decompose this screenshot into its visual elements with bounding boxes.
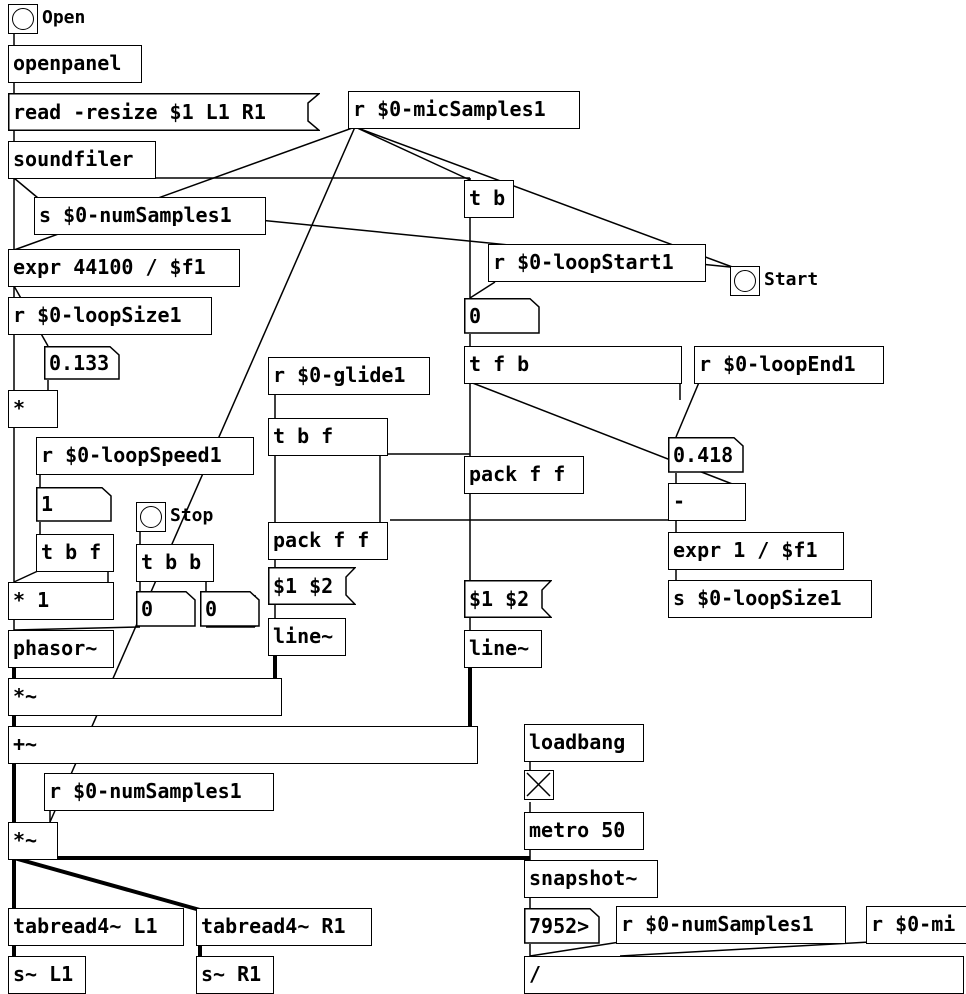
pack-ff-object[interactable]: pack f f xyxy=(268,522,388,560)
number-box-0133[interactable] xyxy=(44,346,120,380)
expr-44100-object[interactable]: expr 44100 / $f1 xyxy=(8,249,240,287)
number-7952-label: 7952> xyxy=(529,914,590,938)
metro-object[interactable]: metro 50 xyxy=(524,812,644,850)
dollar-message-2[interactable] xyxy=(464,580,552,618)
multiply-1-object[interactable]: * 1 xyxy=(8,582,114,620)
send-right-object[interactable]: s~ R1 xyxy=(196,956,274,994)
toggle[interactable] xyxy=(524,770,554,800)
receive-numsamples-2-object[interactable]: r $0-numSamples1 xyxy=(616,906,846,944)
read-message-label: read -resize $1 L1 R1 xyxy=(13,100,266,124)
tabread-left-object[interactable]: tabread4~ L1 xyxy=(8,908,184,946)
number-box-0b[interactable] xyxy=(200,591,260,627)
start-bang[interactable] xyxy=(730,266,760,296)
openpanel-object[interactable]: openpanel xyxy=(8,45,142,83)
signal-multiply-2-object[interactable]: *~ xyxy=(8,822,58,860)
number-0418-label: 0.418 xyxy=(673,443,734,467)
open-label: Open xyxy=(42,7,86,28)
minus-object[interactable]: - xyxy=(668,483,746,521)
receive-numsamples-object[interactable]: r $0-numSamples1 xyxy=(44,773,274,811)
receive-loopspeed-object[interactable]: r $0-loopSpeed1 xyxy=(36,437,254,475)
stop-bang[interactable] xyxy=(136,502,166,532)
number-0a-label: 0 xyxy=(141,597,154,621)
receive-micsamples-object[interactable]: r $0-micSamples1 xyxy=(348,91,580,129)
expr-1-object[interactable]: expr 1 / $f1 xyxy=(668,532,844,570)
receive-loopend-object[interactable]: r $0-loopEnd1 xyxy=(694,346,884,384)
trigger-fb-object[interactable]: t f b xyxy=(464,346,682,384)
read-message[interactable] xyxy=(8,93,320,131)
dollar-message[interactable] xyxy=(268,567,356,605)
number-box-0418[interactable] xyxy=(668,437,744,473)
send-left-object[interactable]: s~ L1 xyxy=(8,956,86,994)
dollar-message-label: $1 $2 xyxy=(273,574,334,598)
trigger-bf-object[interactable]: t b f xyxy=(36,534,114,572)
snapshot-object[interactable]: snapshot~ xyxy=(524,860,658,898)
signal-add-object[interactable]: +~ xyxy=(8,726,478,764)
receive-mi-object[interactable]: r $0-mi xyxy=(866,906,966,944)
trigger-bf-2-object[interactable]: t b f xyxy=(268,418,388,456)
send-loopsize-object[interactable]: s $0-loopSize1 xyxy=(668,580,872,618)
divide-object[interactable]: / xyxy=(524,956,964,994)
number-box-7952[interactable] xyxy=(524,908,600,944)
line-2-object[interactable]: line~ xyxy=(464,630,542,668)
receive-loopstart-object[interactable]: r $0-loopStart1 xyxy=(488,244,706,282)
multiply-object[interactable]: * xyxy=(8,390,58,428)
pack-ff-2-object[interactable]: pack f f xyxy=(464,456,584,494)
number-box-0a[interactable] xyxy=(136,591,196,627)
number-0133-label: 0.133 xyxy=(49,351,110,375)
number-1-label: 1 xyxy=(41,492,54,516)
number-box-0c[interactable] xyxy=(464,298,540,334)
open-bang[interactable] xyxy=(8,4,38,34)
loadbang-object[interactable]: loadbang xyxy=(524,724,644,762)
send-numsamples-object[interactable]: s $0-numSamples1 xyxy=(34,197,266,235)
toggle-x-icon xyxy=(526,772,551,797)
start-label: Start xyxy=(764,269,819,290)
number-box-1[interactable] xyxy=(36,487,112,522)
tabread-right-object[interactable]: tabread4~ R1 xyxy=(196,908,372,946)
receive-glide-object[interactable]: r $0-glide1 xyxy=(268,357,430,395)
trigger-b-object[interactable]: t b xyxy=(464,180,514,218)
receive-loopsize-object[interactable]: r $0-loopSize1 xyxy=(8,297,212,335)
signal-multiply-object[interactable]: *~ xyxy=(8,678,282,716)
line-object[interactable]: line~ xyxy=(268,618,346,656)
phasor-object[interactable]: phasor~ xyxy=(8,630,114,668)
dollar-message-2-label: $1 $2 xyxy=(469,587,530,611)
number-0c-label: 0 xyxy=(469,304,482,328)
number-0b-label: 0 xyxy=(205,597,218,621)
trigger-bb-object[interactable]: t b b xyxy=(136,544,214,582)
soundfiler-object[interactable]: soundfiler xyxy=(8,141,156,179)
stop-label: Stop xyxy=(170,505,214,526)
